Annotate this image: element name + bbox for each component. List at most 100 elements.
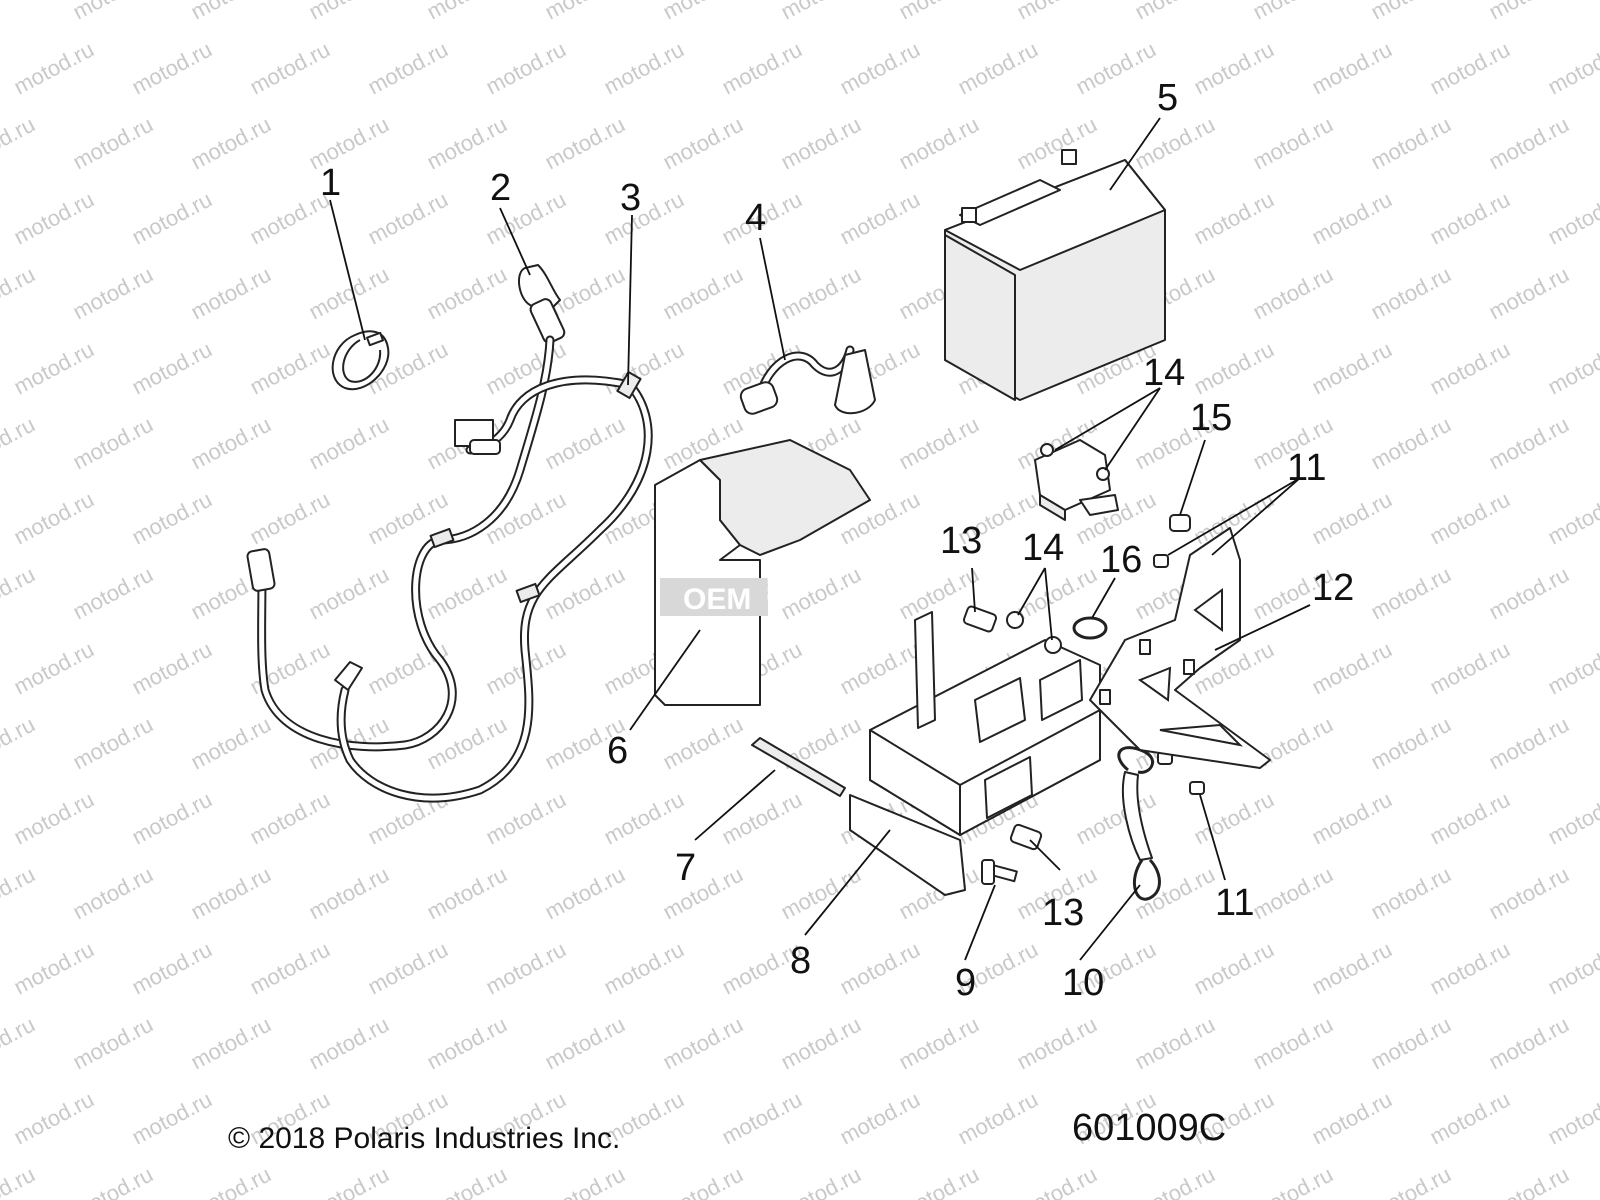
part-14-relay xyxy=(1006,439,1119,654)
watermark-text: motod.ru xyxy=(954,1087,1042,1150)
watermark-text: motod.ru xyxy=(0,562,39,625)
watermark-text: motod.ru xyxy=(1131,1162,1219,1200)
watermark-text: motod.ru xyxy=(69,0,157,24)
watermark-text: motod.ru xyxy=(659,712,747,775)
copyright-text: © 2018 Polaris Industries Inc. xyxy=(228,1122,620,1155)
watermark-text: motod.ru xyxy=(1426,487,1514,550)
watermark-text: motod.ru xyxy=(895,112,983,175)
part-6-battery-cover: OEM BIKE xyxy=(654,439,871,706)
watermark-text: motod.ru xyxy=(423,1162,511,1200)
watermark-text: motod.ru xyxy=(895,1012,983,1075)
watermark-text: motod.ru xyxy=(1131,0,1219,24)
callout-10: 10 xyxy=(1062,962,1104,1004)
watermark-text: motod.ru xyxy=(1013,0,1101,24)
callout-11-top: 11 xyxy=(1287,447,1326,489)
watermark-text: motod.ru xyxy=(1249,1012,1337,1075)
watermark-text: motod.ru xyxy=(305,262,393,325)
watermark-text: motod.ru xyxy=(659,862,747,925)
watermark-text: motod.ru xyxy=(10,187,98,250)
watermark-text: motod.ru xyxy=(1544,1087,1600,1150)
watermark-text: motod.ru xyxy=(10,787,98,850)
watermark-text: motod.ru xyxy=(1367,262,1455,325)
watermark-text: motod.ru xyxy=(541,1012,629,1075)
oem-badge-text: OEM xyxy=(683,583,751,616)
watermark-text: motod.ru xyxy=(0,262,39,325)
watermark-text: motod.ru xyxy=(128,937,216,1000)
watermark-text: motod.ru xyxy=(187,712,275,775)
watermark-text: motod.ru xyxy=(0,412,39,475)
watermark-text: motod.ru xyxy=(423,0,511,24)
watermark-text: motod.ru xyxy=(128,37,216,100)
watermark-text: motod.ru xyxy=(1190,937,1278,1000)
watermark-text: motod.ru xyxy=(1249,0,1337,24)
watermark-text: motod.ru xyxy=(0,712,39,775)
part-15-fastener xyxy=(1169,514,1191,532)
watermark-text: motod.ru xyxy=(1131,1012,1219,1075)
watermark-text: motod.ru xyxy=(718,37,806,100)
watermark-text: motod.ru xyxy=(305,412,393,475)
watermark-text: motod.ru xyxy=(187,412,275,475)
drawing-number: 601009C xyxy=(1072,1107,1226,1149)
callout-13-top: 13 xyxy=(940,520,982,562)
watermark-text: motod.ru xyxy=(1131,112,1219,175)
watermark-text: motod.ru xyxy=(600,337,688,400)
watermark-text: motod.ru xyxy=(305,562,393,625)
watermark-text: motod.ru xyxy=(718,787,806,850)
watermark-text: motod.ru xyxy=(364,37,452,100)
watermark-text: motod.ru xyxy=(0,1162,39,1200)
watermark-text: motod.ru xyxy=(600,937,688,1000)
watermark-text: motod.ru xyxy=(482,937,570,1000)
watermark-text: motod.ru xyxy=(541,412,629,475)
watermark-text: motod.ru xyxy=(187,1162,275,1200)
callout-labels: 1 2 3 4 5 6 7 8 9 10 11 11 12 13 13 14 1… xyxy=(320,77,1354,1004)
watermark-text: motod.ru xyxy=(777,562,865,625)
callout-8: 8 xyxy=(790,940,811,982)
watermark-text: motod.ru xyxy=(1426,637,1514,700)
watermark-text: motod.ru xyxy=(1013,1162,1101,1200)
callout-11-bottom: 11 xyxy=(1215,882,1254,924)
watermark-text: motod.ru xyxy=(1544,937,1600,1000)
watermark-text: motod.ru xyxy=(364,637,452,700)
watermark-text: motod.ru xyxy=(1485,262,1573,325)
watermark-text: motod.ru xyxy=(895,1162,983,1200)
watermark-text: motod.ru xyxy=(10,637,98,700)
watermark-text: motod.ru xyxy=(659,1162,747,1200)
part-7-pad-strip xyxy=(751,737,846,797)
watermark-text: motod.ru xyxy=(69,412,157,475)
watermark-text: motod.ru xyxy=(1485,862,1573,925)
watermark-text: motod.ru xyxy=(305,112,393,175)
watermark-text: motod.ru xyxy=(10,37,98,100)
callout-14-top: 14 xyxy=(1143,352,1185,394)
watermark-text: motod.ru xyxy=(836,187,924,250)
watermark-text: motod.ru xyxy=(1367,712,1455,775)
watermark-text: motod.ru xyxy=(1426,337,1514,400)
watermark-text: motod.ru xyxy=(1190,187,1278,250)
watermark-text: motod.ru xyxy=(128,1087,216,1150)
watermark-text: motod.ru xyxy=(482,337,570,400)
watermark-text: motod.ru xyxy=(69,562,157,625)
watermark-text: motod.ru xyxy=(777,262,865,325)
watermark-text: motod.ru xyxy=(69,862,157,925)
watermark-text: motod.ru xyxy=(600,787,688,850)
watermark-text: motod.ru xyxy=(1485,1012,1573,1075)
watermark-text: motod.ru xyxy=(777,1162,865,1200)
watermark-text: motod.ru xyxy=(187,862,275,925)
watermark-text: motod.ru xyxy=(1131,862,1219,925)
watermark-text: motod.ru xyxy=(187,112,275,175)
watermark-text: motod.ru xyxy=(0,0,39,24)
watermark-text: motod.ru xyxy=(246,937,334,1000)
watermark-text: motod.ru xyxy=(187,0,275,24)
watermark-text: motod.ru xyxy=(1013,112,1101,175)
watermark-text: motod.ru xyxy=(423,112,511,175)
watermark-text: motod.ru xyxy=(541,0,629,24)
callout-13-bottom: 13 xyxy=(1042,892,1084,934)
part-8-battery-tray xyxy=(849,611,1101,896)
watermark-text: motod.ru xyxy=(836,637,924,700)
watermark-text: motod.ru xyxy=(1249,1162,1337,1200)
watermark-text: motod.ru xyxy=(1249,262,1337,325)
watermark-text: motod.ru xyxy=(1367,562,1455,625)
watermark-text: motod.ru xyxy=(10,1087,98,1150)
watermark-text: motod.ru xyxy=(1544,187,1600,250)
watermark-text: motod.ru xyxy=(0,112,39,175)
watermark-text: motod.ru xyxy=(1308,637,1396,700)
